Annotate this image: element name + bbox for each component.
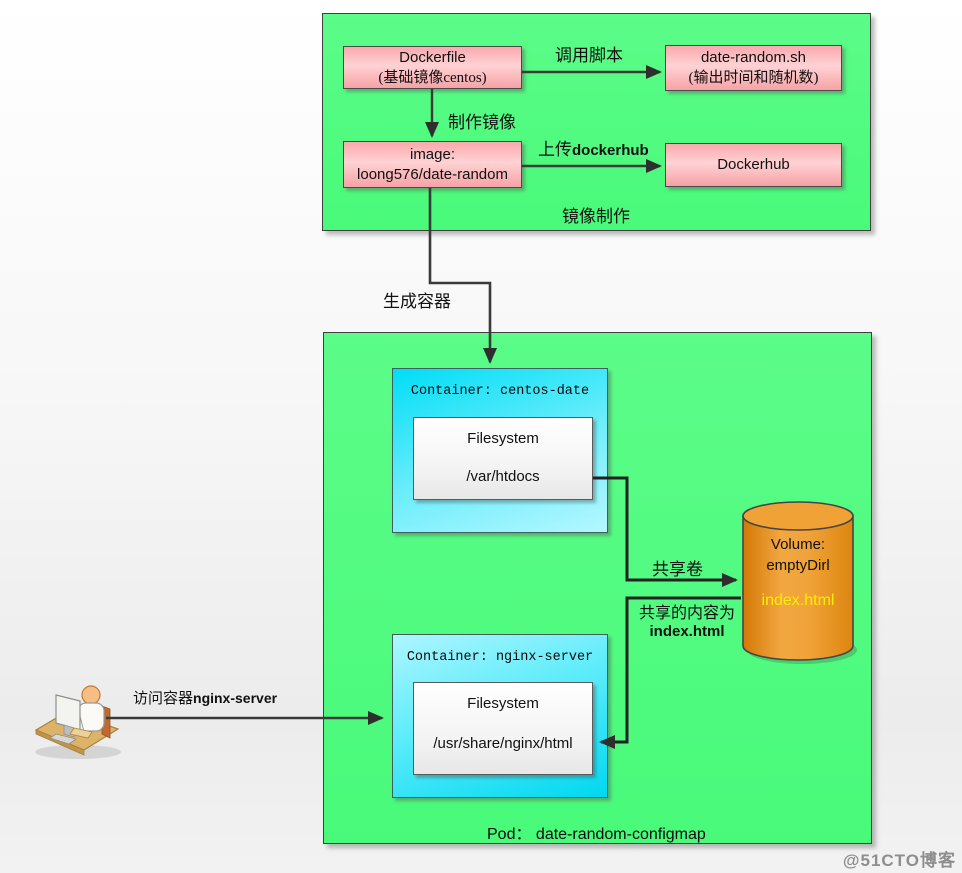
call-script-label: 调用脚本 (555, 46, 623, 65)
user-at-desk-icon (34, 685, 121, 759)
volume-line1: Volume: (770, 536, 826, 553)
dockerhub-line1: Dockerhub (717, 156, 790, 173)
script-node: date-random.sh (输出时间和随机数) (665, 45, 842, 91)
dockerfile-line2: (基础镜像centos) (378, 69, 487, 86)
generate-container-label: 生成容器 (383, 292, 451, 311)
volume-line2: emptyDirl (766, 557, 830, 574)
upload-label-en: dockerhub (572, 142, 649, 159)
share-volume-label: 共享卷 (652, 560, 703, 579)
user-access-label-cn: 访问容器 (133, 691, 194, 707)
centos-filesystem-box: Filesystem /var/htdocs (413, 417, 593, 500)
volume-file-name: index.html (761, 592, 835, 609)
share-content-label-line2: index.html (649, 623, 725, 640)
pod-label: Pod： date-random-configmap (487, 826, 706, 843)
upload-label-cn: 上传 (538, 140, 572, 159)
container-centos-title: Container: centos-date (410, 384, 590, 399)
script-line2: (输出时间和随机数) (688, 70, 819, 86)
volume-label: Volume: emptyDirl index.html (743, 534, 853, 611)
image-line1: image: (409, 145, 456, 163)
nginx-filesystem-box: Filesystem /usr/share/nginx/html (413, 682, 593, 775)
script-line1: date-random.sh (700, 49, 807, 66)
share-content-label-line1: 共享的内容为 (638, 605, 735, 622)
image-line2: loong576/date-random (357, 165, 508, 183)
user-access-label-en: nginx-server (193, 690, 278, 706)
build-image-label: 制作镜像 (448, 113, 516, 132)
nginx-fs-path: /usr/share/nginx/html (433, 735, 573, 752)
volume-cylinder-icon (742, 501, 857, 664)
nginx-fs-title: Filesystem (467, 695, 539, 712)
centos-fs-title: Filesystem (467, 430, 539, 447)
image-build-section-label: 镜像制作 (562, 207, 630, 226)
dockerhub-node: Dockerhub (665, 143, 842, 187)
dockerfile-node: Dockerfile (基础镜像centos) (343, 46, 522, 89)
watermark: @51CTO博客 (842, 851, 956, 870)
dockerfile-line1: Dockerfile (399, 48, 466, 66)
image-node: image: loong576/date-random (343, 141, 522, 188)
centos-fs-path: /var/htdocs (466, 468, 540, 485)
container-nginx-title: Container: nginx-server (406, 650, 594, 665)
